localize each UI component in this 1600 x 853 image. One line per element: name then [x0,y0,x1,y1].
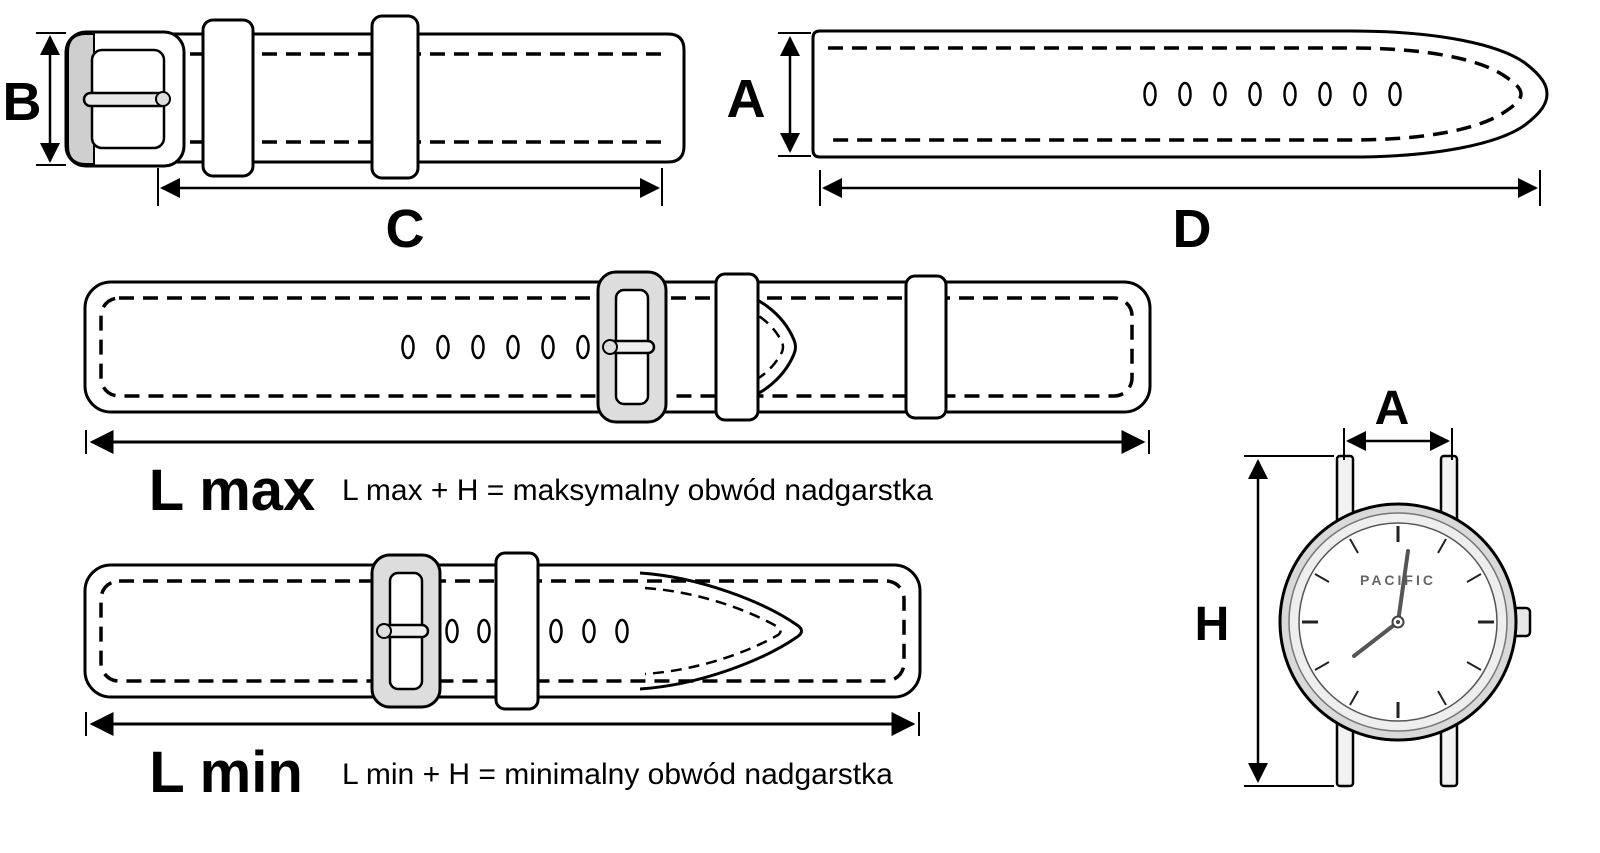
lmin-label: L min [149,740,303,805]
keeper-loop [201,18,255,178]
keeper-loop [494,551,540,711]
dim-a-watch: A [1343,382,1453,460]
hour-hand [1352,620,1400,658]
lmin-formula: L min + H = minimalny obwód nadgarstka [342,758,893,791]
dim-d-label: D [1173,199,1212,259]
buckle-strap-diagram: B C [3,14,686,259]
buckle [596,270,668,424]
buckle-hinge [602,339,618,355]
dim-a-watch-label: A [1375,382,1410,435]
dim-a: A [727,32,811,157]
dim-h-label: H [1195,598,1230,651]
minute-hand [1396,549,1410,624]
strap-stitching [828,46,1523,142]
strap-tip-stitching [644,586,782,676]
keeper-loop [904,274,948,420]
strap-lmax-diagram: L max L max + H = maksymalny obwód nadga… [83,270,1152,523]
strap-holes [445,618,629,644]
buckle [64,30,186,168]
strap-tip-outline [721,288,797,406]
dim-h: H [1195,455,1334,787]
strap-holes [401,334,590,360]
strap-tip-fill [640,573,802,689]
dim-lmax [85,430,1150,454]
lmax-label: L max [149,458,316,523]
watch-hands [1352,549,1410,658]
lmax-formula: L max + H = maksymalny obwód nadgarstka [342,474,933,507]
watch-center-dot [1396,620,1400,624]
hole-strap-diagram: A D [727,29,1549,259]
keeper-loop [714,272,760,422]
strap-stitching [190,52,664,144]
watch-diagram: PACIFIC A H [1195,382,1532,788]
hour-markers [1302,526,1494,718]
keeper-loop [370,14,420,180]
watch-brand: PACIFIC [1360,572,1436,588]
buckle-hinge [376,623,392,639]
strap-stitching [99,579,906,683]
buckle-hinge [155,91,171,107]
strap-lmin-diagram: L min L min + H = minimalny obwód nadgar… [83,551,922,805]
buckle-bar [67,33,95,165]
dim-b: B [3,32,66,166]
dim-lmin [85,712,920,736]
dim-c: C [157,168,663,259]
dim-a-label: A [727,69,766,129]
strap-holes [1143,81,1402,107]
buckle [370,553,442,709]
dim-b-label: B [3,72,42,132]
strap-tip-stitching [725,302,785,392]
dim-c-label: C [386,199,425,259]
strap-tip-outline [639,571,803,691]
dim-d: D [819,170,1541,259]
